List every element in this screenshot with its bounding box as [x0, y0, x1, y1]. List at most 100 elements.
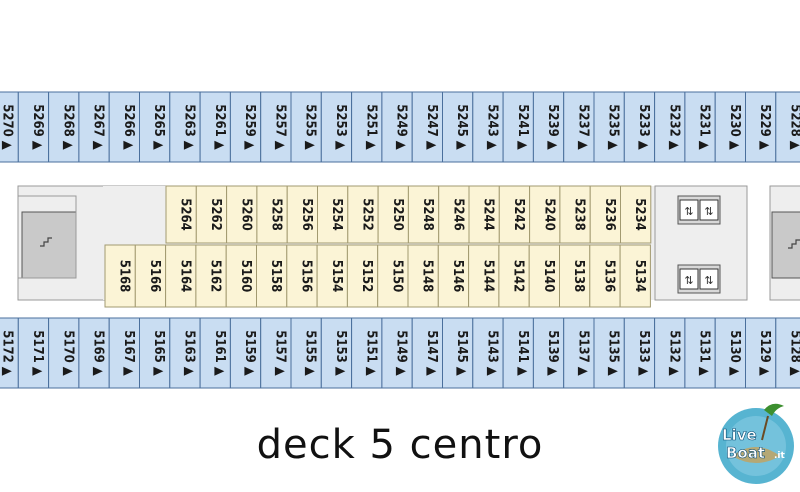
cabin-5253[interactable]: 5253 ▲: [320, 91, 353, 163]
cabin-5144[interactable]: 5144: [468, 244, 500, 308]
cabin-5134[interactable]: 5134: [619, 244, 651, 308]
cabin-5249[interactable]: 5249 ▲: [381, 91, 413, 163]
cabin-5241[interactable]: 5241 ▲: [502, 91, 534, 163]
cabin-5132[interactable]: 5132 ▲: [654, 317, 686, 389]
cabin-5157[interactable]: 5157 ▲: [260, 317, 292, 389]
cabin-5245[interactable]: 5245 ▲: [442, 91, 474, 163]
cabin-5133[interactable]: 5133 ▲: [623, 317, 656, 389]
cabin-5243[interactable]: 5243 ▲: [472, 91, 504, 163]
cabin-5169[interactable]: 5169 ▲: [78, 317, 110, 389]
cabin-5257[interactable]: 5257 ▲: [260, 91, 292, 163]
cabin-5145[interactable]: 5145 ▲: [442, 317, 474, 389]
cabin-5230[interactable]: 5230 ▲: [714, 91, 747, 163]
cabin-5146[interactable]: 5146: [437, 244, 470, 308]
cabin-number: 5149 ▲: [394, 330, 409, 376]
cabin-5251[interactable]: 5251 ▲: [351, 91, 383, 163]
cabin-5237[interactable]: 5237 ▲: [563, 91, 595, 163]
cabin-5149[interactable]: 5149 ▲: [381, 317, 413, 389]
cabin-5155[interactable]: 5155 ▲: [290, 317, 322, 389]
cabin-5234[interactable]: 5234: [620, 185, 652, 244]
cabin-5160[interactable]: 5160: [225, 244, 257, 308]
cabin-box: [199, 91, 231, 163]
cabin-5252[interactable]: 5252: [347, 185, 379, 244]
cabin-5172[interactable]: 5172 ▲: [0, 317, 19, 389]
cabin-5158[interactable]: 5158: [256, 244, 288, 308]
cabin-5129[interactable]: 5129 ▲: [745, 317, 777, 389]
cabin-5130[interactable]: 5130 ▲: [714, 317, 747, 389]
cabin-5136[interactable]: 5136: [589, 244, 621, 308]
cabin-5140[interactable]: 5140: [528, 244, 561, 308]
cabin-5238[interactable]: 5238: [559, 185, 591, 244]
cabin-5128[interactable]: 5128 ▲: [775, 317, 800, 389]
cabin-5148[interactable]: 5148: [407, 244, 439, 308]
cabin-number: 5165 ▲: [151, 330, 166, 376]
cabin-5258[interactable]: 5258: [256, 185, 288, 244]
cabin-5170[interactable]: 5170 ▲: [48, 317, 80, 389]
cabin-5255[interactable]: 5255 ▲: [290, 91, 322, 163]
cabin-5261[interactable]: 5261 ▲: [199, 91, 231, 163]
cabin-5228[interactable]: 5228 ▲: [775, 91, 800, 163]
cabin-5259[interactable]: 5259 ▲: [229, 91, 262, 163]
cabin-5156[interactable]: 5156: [286, 244, 318, 308]
cabin-5229[interactable]: 5229 ▲: [745, 91, 777, 163]
cabin-number: 5255 ▲: [303, 104, 318, 150]
cabin-5161[interactable]: 5161 ▲: [199, 317, 231, 389]
cabin-5135[interactable]: 5135 ▲: [593, 317, 625, 389]
cabin-box: [139, 317, 171, 389]
cabin-5239[interactable]: 5239 ▲: [532, 91, 565, 163]
cabin-5163[interactable]: 5163 ▲: [169, 317, 201, 389]
cabin-5233[interactable]: 5233 ▲: [623, 91, 656, 163]
cabin-5159[interactable]: 5159 ▲: [229, 317, 262, 389]
cabin-5141[interactable]: 5141 ▲: [502, 317, 534, 389]
cabin-number: 5168: [117, 260, 132, 293]
cabin-5270[interactable]: 5270 ▲: [0, 91, 19, 163]
cabin-5131[interactable]: 5131 ▲: [684, 317, 716, 389]
cabin-5154[interactable]: 5154: [316, 244, 348, 308]
cabin-5137[interactable]: 5137 ▲: [563, 317, 595, 389]
cabin-box: [17, 317, 50, 389]
cabin-number: 5128 ▲: [787, 330, 800, 376]
cabin-5263[interactable]: 5263 ▲: [169, 91, 201, 163]
cabin-5138[interactable]: 5138: [559, 244, 591, 308]
cabin-5151[interactable]: 5151 ▲: [351, 317, 383, 389]
cabin-5248[interactable]: 5248: [407, 185, 440, 244]
cabin-5164[interactable]: 5164: [165, 244, 197, 308]
cabin-5150[interactable]: 5150: [377, 244, 409, 308]
cabin-5242[interactable]: 5242: [498, 185, 531, 244]
cabin-5254[interactable]: 5254: [317, 185, 349, 244]
cabin-5171[interactable]: 5171 ▲: [17, 317, 50, 389]
cabin-5260[interactable]: 5260: [226, 185, 258, 244]
cabin-box: [256, 244, 288, 308]
cabin-5262[interactable]: 5262: [195, 185, 228, 244]
cabin-5142[interactable]: 5142: [498, 244, 530, 308]
cabin-5267[interactable]: 5267 ▲: [78, 91, 110, 163]
cabin-5236[interactable]: 5236: [589, 185, 622, 244]
cabin-5232[interactable]: 5232 ▲: [654, 91, 686, 163]
cabin-box: [559, 185, 591, 244]
cabin-5269[interactable]: 5269 ▲: [17, 91, 50, 163]
cabin-5166[interactable]: 5166: [134, 244, 167, 308]
cabin-5264[interactable]: 5264: [165, 185, 197, 244]
cabin-5256[interactable]: 5256: [286, 185, 319, 244]
cabin-5246[interactable]: 5246: [438, 185, 470, 244]
cabin-5168[interactable]: 5168: [104, 244, 136, 308]
cabin-5153[interactable]: 5153 ▲: [320, 317, 353, 389]
cabin-5265[interactable]: 5265 ▲: [139, 91, 171, 163]
cabin-5231[interactable]: 5231 ▲: [684, 91, 716, 163]
cabin-5139[interactable]: 5139 ▲: [532, 317, 565, 389]
cabin-5165[interactable]: 5165 ▲: [139, 317, 171, 389]
elevator-icon: [679, 199, 699, 221]
cabin-5162[interactable]: 5162: [195, 244, 227, 308]
cabin-5244[interactable]: 5244: [468, 185, 500, 244]
cabin-5268[interactable]: 5268 ▲: [48, 91, 80, 163]
cabin-5250[interactable]: 5250: [377, 185, 409, 244]
cabin-5266[interactable]: 5266 ▲: [108, 91, 140, 163]
cabin-5143[interactable]: 5143 ▲: [472, 317, 504, 389]
cabin-5167[interactable]: 5167 ▲: [108, 317, 140, 389]
cabin-5152[interactable]: 5152: [346, 244, 379, 308]
cabin-5147[interactable]: 5147 ▲: [411, 317, 444, 389]
cabin-5235[interactable]: 5235 ▲: [593, 91, 625, 163]
cabin-5247[interactable]: 5247 ▲: [411, 91, 444, 163]
cabin-5240[interactable]: 5240: [529, 185, 561, 244]
cabin-number: 5144: [480, 260, 495, 293]
